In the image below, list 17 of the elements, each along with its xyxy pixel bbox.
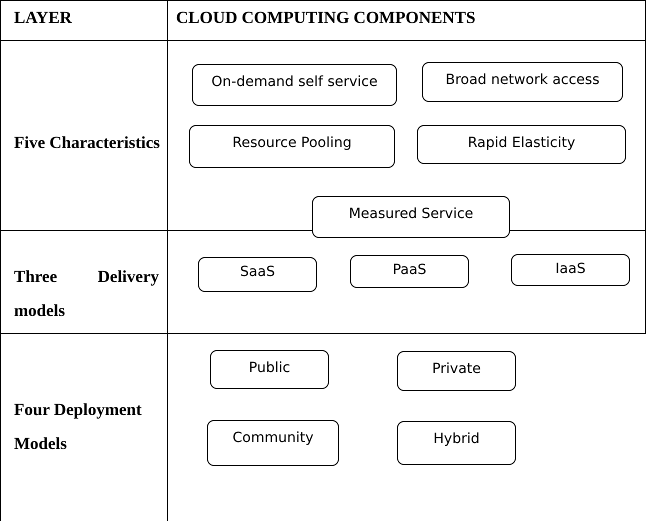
component-box: Rapid Elasticity (417, 125, 626, 164)
row-label: Four Deployment Models (14, 399, 143, 455)
component-box: Hybrid (397, 421, 516, 465)
component-box: Public (210, 350, 329, 389)
component-box: Measured Service (312, 196, 510, 238)
row-label: Three Delivery models (14, 266, 159, 322)
component-box: Resource Pooling (189, 125, 395, 168)
component-box: IaaS (511, 254, 630, 286)
component-box: On-demand self service (192, 64, 397, 106)
component-box: PaaS (350, 255, 469, 288)
row-label: Five Characteristics (14, 132, 161, 154)
component-box: Community (207, 420, 339, 466)
component-box: Private (397, 351, 516, 391)
component-box: SaaS (198, 257, 317, 292)
column-header: CLOUD COMPUTING COMPONENTS (176, 7, 476, 29)
component-box: Broad network access (422, 62, 623, 102)
column-header: LAYER (14, 7, 73, 29)
